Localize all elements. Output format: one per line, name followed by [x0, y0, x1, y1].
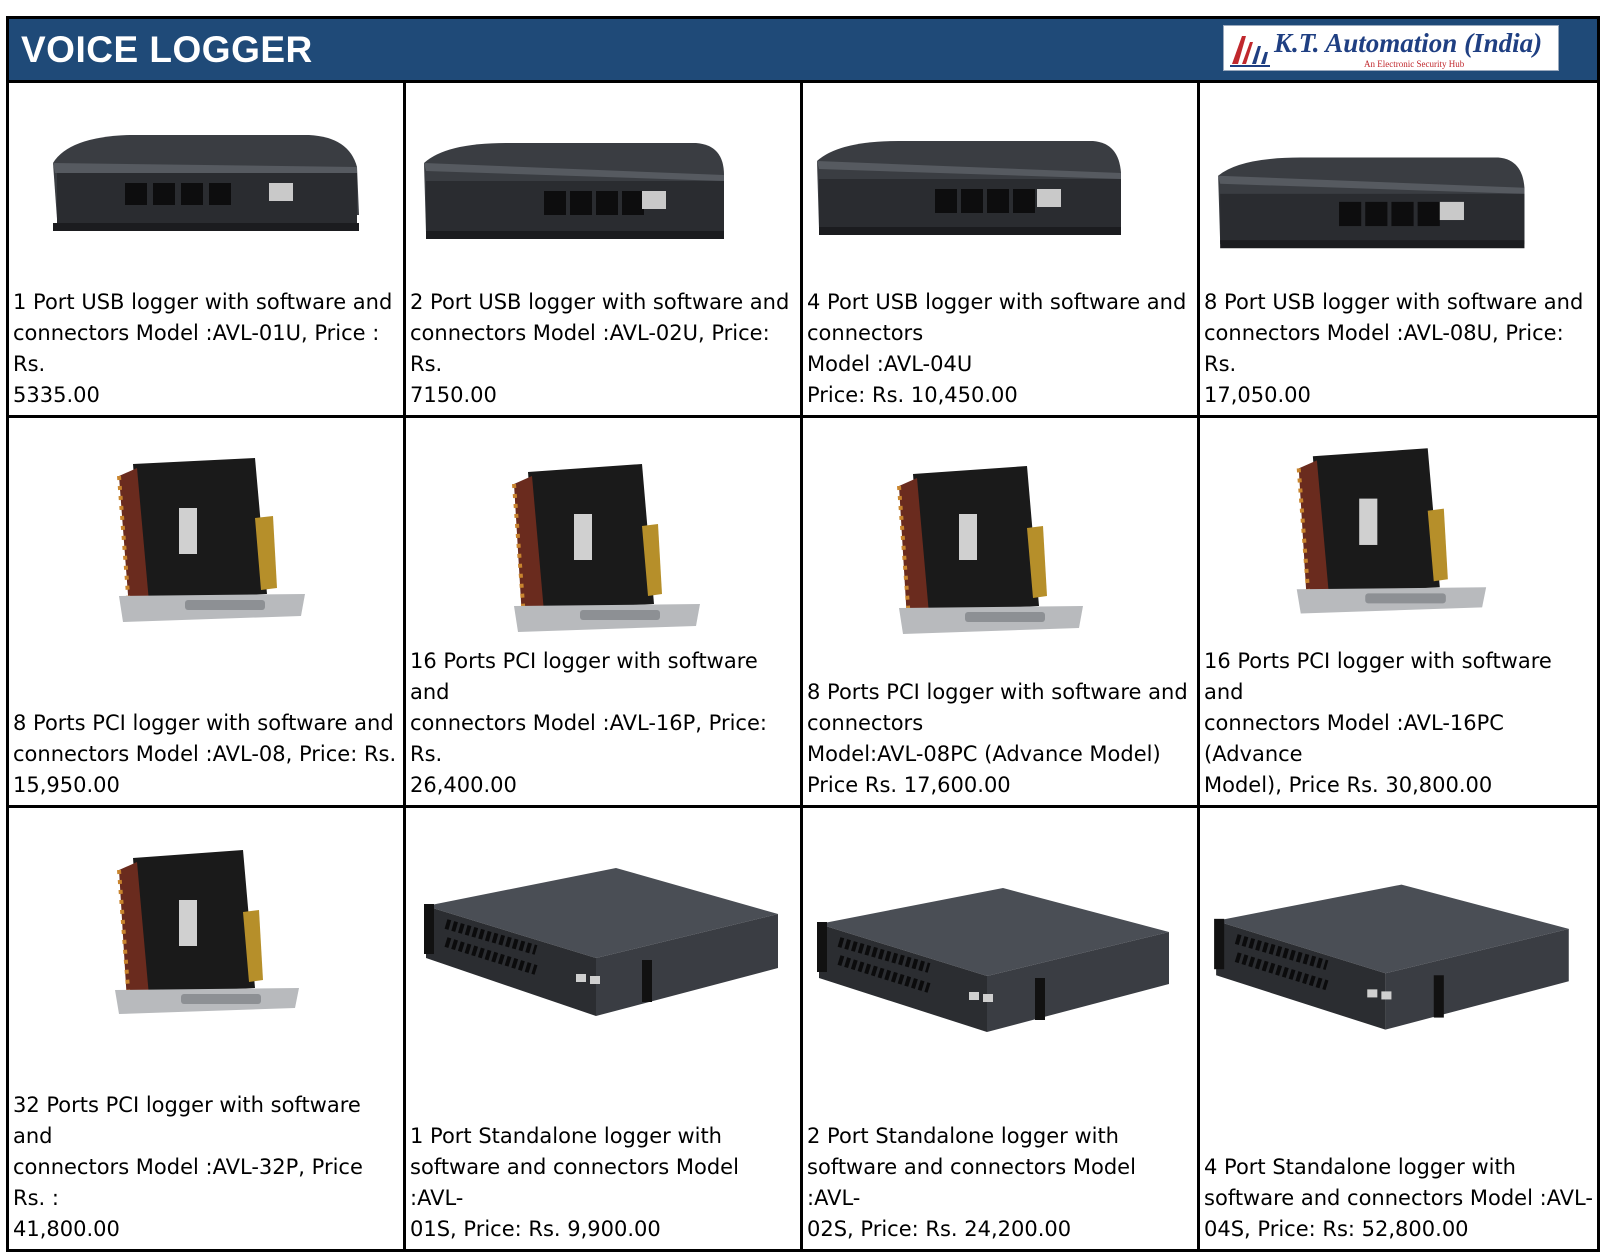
product-card: 2 Port USB logger with software and conn… — [406, 83, 803, 418]
usb-logger-image — [424, 143, 724, 239]
rack-unit-image — [817, 888, 1169, 1032]
product-caption: 16 Ports PCI logger with software and co… — [410, 649, 767, 797]
product-caption: 32 Ports PCI logger with software and co… — [13, 1093, 363, 1241]
rack-unit-image — [1214, 884, 1569, 1030]
product-card: 1 Port Standalone logger with software a… — [406, 808, 803, 1249]
product-caption: 1 Port Standalone logger with software a… — [410, 1124, 739, 1241]
product-caption: 8 Ports PCI logger with software and con… — [807, 680, 1188, 797]
product-caption: 4 Port Standalone logger with software a… — [1204, 1155, 1593, 1241]
product-card: 1 Port USB logger with software and conn… — [9, 83, 406, 418]
page-title: VOICE LOGGER — [21, 29, 313, 70]
pci-card-image — [117, 458, 305, 622]
product-caption: 16 Ports PCI logger with software and co… — [1204, 649, 1552, 797]
product-caption: 8 Ports PCI logger with software and con… — [13, 711, 397, 797]
product-caption: 2 Port Standalone logger with software a… — [807, 1124, 1136, 1241]
product-card: 16 Ports PCI logger with software and co… — [1200, 418, 1597, 808]
product-card: 4 Port USB logger with software and conn… — [803, 83, 1200, 418]
product-card: 4 Port Standalone logger with software a… — [1200, 808, 1597, 1249]
kt-logo-icon — [1230, 36, 1270, 67]
product-card: 8 Ports PCI logger with software and con… — [803, 418, 1200, 808]
product-card: 2 Port Standalone logger with software a… — [803, 808, 1200, 1249]
usb-logger-image — [1218, 157, 1525, 249]
brand-tagline: An Electronic Security Hub — [1364, 59, 1465, 69]
product-card: 16 Ports PCI logger with software and co… — [406, 418, 803, 808]
pci-card-image — [897, 466, 1083, 634]
product-caption: 1 Port USB logger with software and conn… — [13, 290, 393, 407]
voice-logger-catalog: VOICE LOGGER K.T. Automation (India) An … — [6, 16, 1600, 1252]
product-card: 8 Ports PCI logger with software and con… — [9, 418, 406, 808]
product-grid: 1 Port USB logger with software and conn… — [9, 83, 1597, 1249]
product-caption: 2 Port USB logger with software and conn… — [410, 290, 790, 407]
pci-card-image — [1296, 448, 1487, 614]
usb-logger-image — [817, 141, 1121, 235]
product-card: 8 Port USB logger with software and conn… — [1200, 83, 1597, 418]
pci-card-image — [115, 850, 299, 1014]
brand-logo: K.T. Automation (India) An Electronic Se… — [1223, 25, 1559, 71]
pci-card-image — [512, 464, 700, 632]
header-bar: VOICE LOGGER K.T. Automation (India) An … — [9, 19, 1597, 83]
brand-name: K.T. Automation (India) — [1274, 28, 1543, 58]
usb-logger-image — [53, 135, 359, 231]
product-caption: 8 Port USB logger with software and conn… — [1204, 290, 1584, 407]
product-caption: 4 Port USB logger with software and conn… — [807, 290, 1187, 407]
rack-unit-image — [424, 868, 778, 1016]
product-card: 32 Ports PCI logger with software and co… — [9, 808, 406, 1249]
